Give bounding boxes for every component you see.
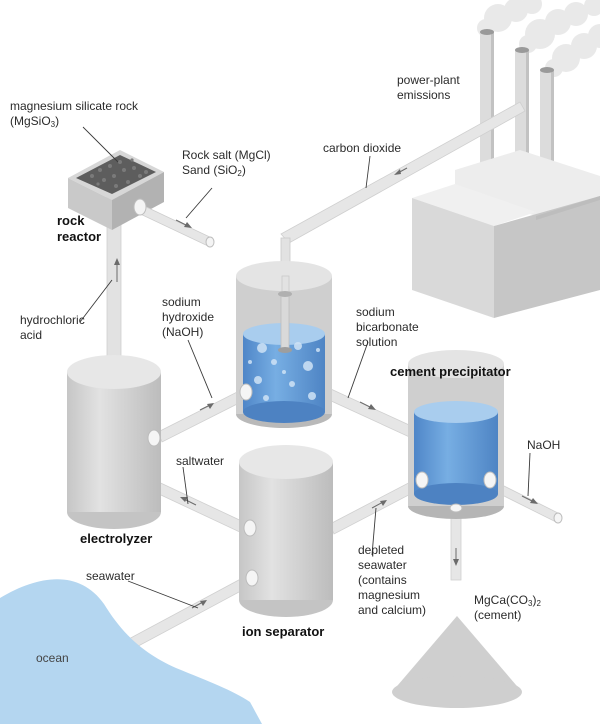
- label-sodium-bicarbonate-solution: sodium bicarbonate solution: [356, 305, 419, 350]
- sodium-hydroxide-line-3: (NaOH): [162, 325, 204, 339]
- sand-line: Sand (SiO2): [182, 163, 246, 178]
- cement-pile: [392, 616, 522, 708]
- depleted-line-5: and calcium): [358, 603, 427, 617]
- ion-separator: [239, 445, 333, 617]
- label-rock-salt-sand: Rock salt (MgCl) Sand (SiO2): [182, 148, 271, 178]
- connecting-pipes: [111, 379, 563, 659]
- cement-precipitator-tank: [408, 350, 504, 519]
- label-saltwater: saltwater: [176, 454, 225, 468]
- power-plant: [412, 29, 600, 318]
- label-cement-precipitator: cement precipitator: [390, 364, 511, 379]
- sodium-bicarbonate-line-3: solution: [356, 335, 398, 349]
- rock-salt-line: Rock salt (MgCl): [182, 148, 271, 162]
- sodium-bicarbonate-line-2: bicarbonate: [356, 320, 419, 334]
- label-power-plant-emissions: power-plant emissions: [397, 73, 460, 103]
- cement-line-2: (cement): [474, 608, 522, 622]
- label-magnesium-silicate-rock: magnesium silicate rock (MgSiO3): [10, 99, 138, 129]
- label-naoh: NaOH: [527, 438, 561, 452]
- ocean: [0, 579, 262, 724]
- magnesium-rock-line-1: magnesium silicate rock: [10, 99, 139, 113]
- label-hydrochloric-acid: hydrochloric acid: [20, 313, 85, 343]
- leader-lines: [79, 126, 531, 609]
- electrolyzer: [67, 355, 161, 529]
- label-cement-product: MgCa(CO3)2 (cement): [474, 593, 541, 623]
- depleted-line-2: seawater: [358, 558, 407, 572]
- hydrochloric-line-1: hydrochloric: [20, 313, 85, 327]
- sodium-hydroxide-line-2: hydroxide: [162, 310, 215, 324]
- label-ion-separator: ion separator: [242, 624, 325, 639]
- sodium-bicarbonate-line-1: sodium: [356, 305, 395, 319]
- label-ocean: ocean: [36, 651, 69, 665]
- rock-reactor-line-1: rock: [57, 213, 85, 228]
- label-sodium-hydroxide: sodium hydroxide (NaOH): [162, 295, 214, 340]
- label-seawater: seawater: [86, 569, 135, 583]
- magnesium-rock-line-2: (MgSiO3): [10, 114, 60, 129]
- co2-absorber-tank: [236, 261, 332, 428]
- power-plant-line-2: emissions: [397, 88, 451, 102]
- power-plant-line-1: power-plant: [397, 73, 460, 87]
- label-electrolyzer: electrolyzer: [80, 531, 153, 546]
- depleted-line-3: (contains: [358, 573, 407, 587]
- label-depleted-seawater: depleted seawater (contains magnesium an…: [358, 543, 426, 618]
- rock-reactor-line-2: reactor: [57, 229, 102, 244]
- sodium-hydroxide-line-1: sodium: [162, 295, 201, 309]
- smoke-plumes: [477, 0, 600, 77]
- depleted-line-1: depleted: [358, 543, 405, 557]
- cement-formula-line: MgCa(CO3)2: [474, 593, 541, 608]
- hydrochloric-line-2: acid: [20, 328, 43, 342]
- rock-reactor: [68, 150, 215, 369]
- label-carbon-dioxide: carbon dioxide: [323, 141, 402, 155]
- label-rock-reactor: rock reactor: [57, 213, 101, 245]
- depleted-line-4: magnesium: [358, 588, 421, 602]
